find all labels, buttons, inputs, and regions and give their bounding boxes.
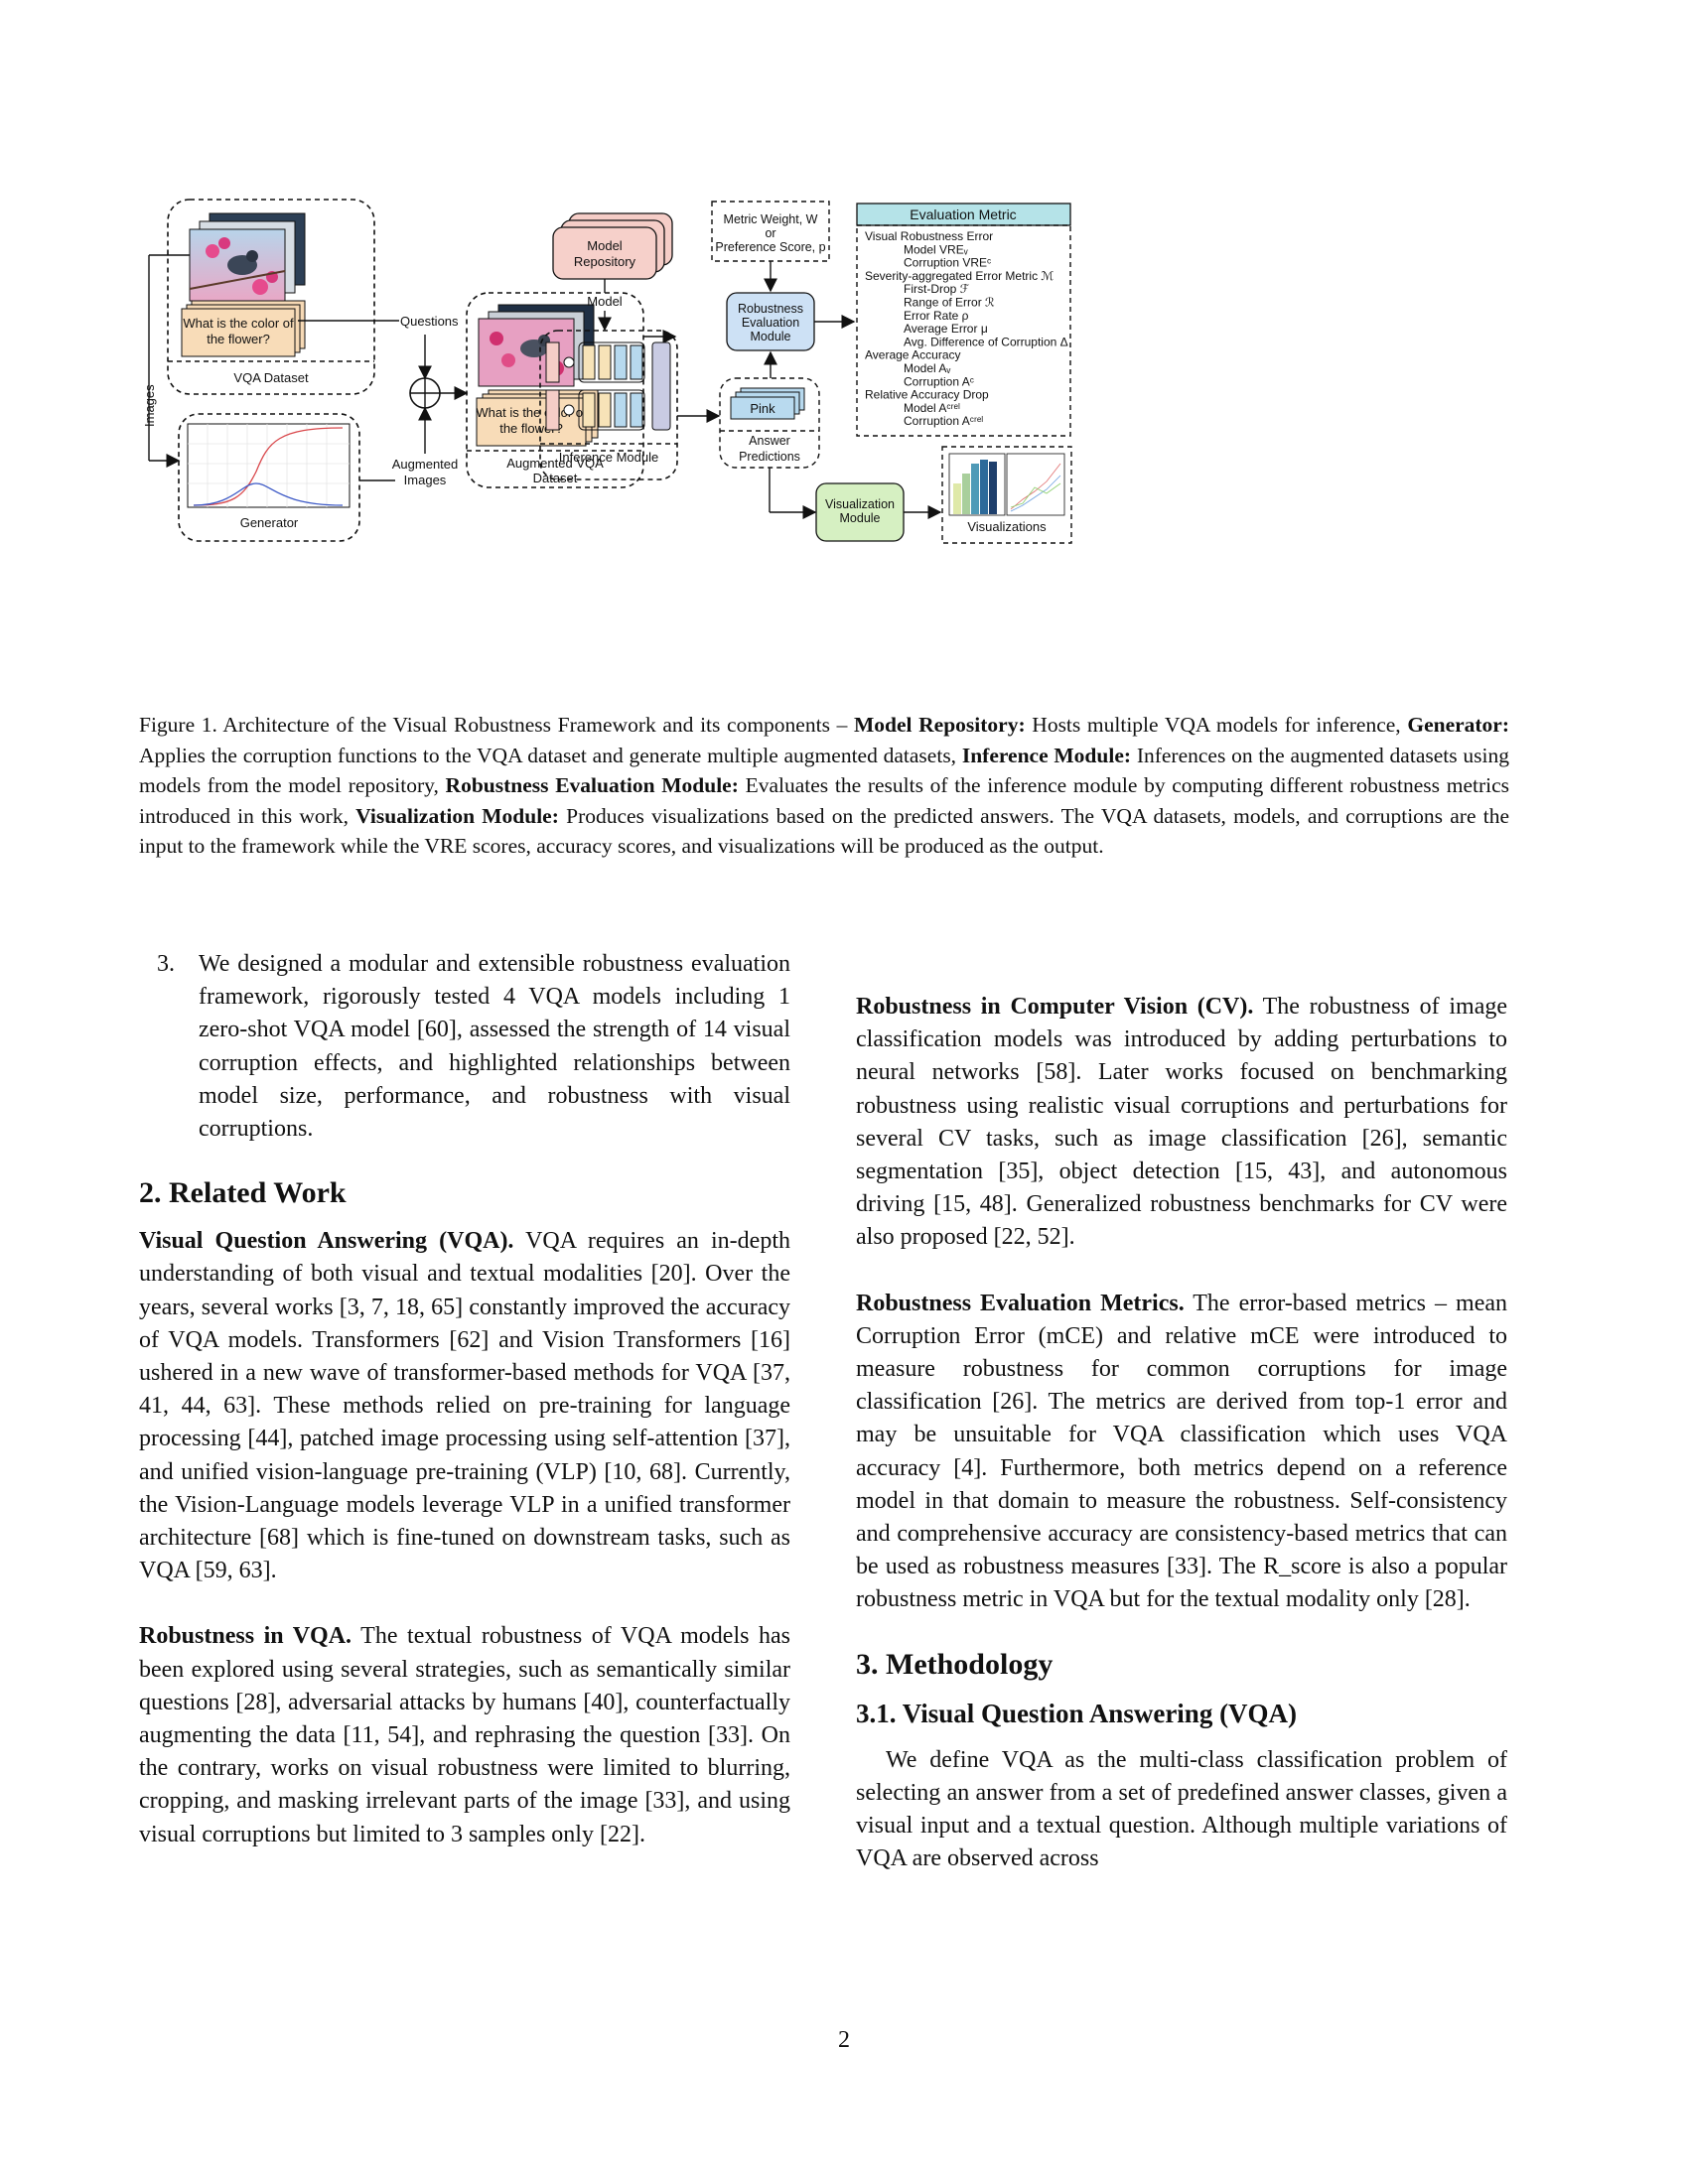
metric-item: Relative Accuracy Drop xyxy=(865,388,989,402)
contribution-item-3: 3. We designed a modular and extensible … xyxy=(157,951,790,1143)
combine-plus-icon xyxy=(409,377,441,409)
line-chart-thumbnail-icon xyxy=(1010,463,1061,512)
metric-item: Corruption VREᶜ xyxy=(904,256,991,270)
metric-item: Severity-aggregated Error Metric ℳ xyxy=(865,269,1054,283)
left-column: 3. We designed a modular and extensible … xyxy=(139,948,790,1851)
svg-text:or: or xyxy=(765,226,775,240)
page-number: 2 xyxy=(838,2027,850,2053)
metric-item: Corruption Aᶜʳᵉˡ xyxy=(904,414,983,428)
augmented-vqa-label: Augmented VQA xyxy=(506,456,604,471)
metric-item: Avg. Difference of Corruption Δ xyxy=(904,335,1068,348)
svg-text:Predictions: Predictions xyxy=(739,450,800,464)
vqa-dataset-box: What is the color of the flower? VQA Dat… xyxy=(167,199,375,395)
visualization-module: Visualization Module xyxy=(815,482,905,542)
inference-module-box: Inference Module xyxy=(539,330,678,480)
bird-photo-icon xyxy=(189,237,286,295)
right-column: Robustness in Computer Vision (CV). The … xyxy=(856,991,1507,1875)
svg-text:Answer: Answer xyxy=(749,434,790,448)
metric-item: Model VREᵥ xyxy=(904,242,968,256)
model-repository-box: Model Repository xyxy=(552,212,673,280)
vqa-paragraph: Visual Question Answering (VQA). VQA req… xyxy=(139,1228,790,1584)
generator-label: Generator xyxy=(240,515,299,530)
questions-label: Questions xyxy=(400,314,459,329)
model-repository-label: Model xyxy=(587,238,623,253)
svg-text:Module: Module xyxy=(840,511,881,525)
vqa-dataset-label: VQA Dataset xyxy=(233,370,309,385)
question-text: What is the color of xyxy=(183,316,294,331)
section-methodology-heading: 3. Methodology xyxy=(856,1647,1054,1681)
evaluation-metric-title: Evaluation Metric xyxy=(910,206,1016,222)
metric-item: Model Aᶜʳᵉˡ xyxy=(904,401,960,415)
metric-item: Average Error μ xyxy=(904,322,988,336)
evaluation-metric-panel: Evaluation Metric Visual Robustness Erro… xyxy=(856,203,1071,437)
model-label: Model xyxy=(587,294,623,309)
svg-text:Preference Score, p: Preference Score, p xyxy=(715,240,825,254)
robustness-evaluation-module: Robustness Evaluation Module xyxy=(726,292,815,351)
pdf-curve-icon xyxy=(193,482,344,506)
svg-text:Dataset: Dataset xyxy=(533,471,578,485)
robustness-metrics-paragraph: Robustness Evaluation Metrics. The error… xyxy=(856,1290,1508,1613)
images-label: Images xyxy=(142,384,157,427)
svg-text:Images: Images xyxy=(404,473,447,487)
svg-text:the flower?: the flower? xyxy=(207,332,270,346)
visualizations-label: Visualizations xyxy=(967,519,1047,534)
cdf-curve-icon xyxy=(193,427,344,506)
svg-text:Evaluation: Evaluation xyxy=(742,316,799,330)
svg-text:Module: Module xyxy=(751,330,791,343)
architecture-figure: What is the color of the flower? VQA Dat… xyxy=(139,194,1509,690)
metric-item: Model Aᵥ xyxy=(904,361,950,375)
metric-item: Error Rate ρ xyxy=(904,309,969,323)
generator-box: Generator xyxy=(178,413,360,542)
robustness-cv-paragraph: Robustness in Computer Vision (CV). The … xyxy=(856,994,1507,1251)
svg-text:Visualization: Visualization xyxy=(825,497,895,511)
augmented-images-label: Augmented xyxy=(392,457,459,472)
metric-item: Range of Error ℛ xyxy=(904,296,995,310)
metric-item: Corruption Aᶜ xyxy=(904,374,974,388)
figure-caption: Figure 1. Architecture of the Visual Rob… xyxy=(139,713,1510,858)
inference-module-label: Inference Module xyxy=(559,450,658,465)
metric-weight-label: Metric Weight, W xyxy=(724,212,818,226)
metric-item: Visual Robustness Error xyxy=(865,229,993,243)
robustness-vqa-paragraph: Robustness in VQA. The textual robustnes… xyxy=(139,1623,790,1847)
svg-text:Repository: Repository xyxy=(574,254,636,269)
methodology-paragraph: We define VQA as the multi-class classif… xyxy=(856,1746,1507,1872)
metric-weight-box: Metric Weight, W or Preference Score, p xyxy=(711,201,830,262)
bar-chart-thumbnail-icon xyxy=(953,460,997,514)
pink-answer-label: Pink xyxy=(750,401,775,416)
answer-predictions-box: Pink Answer Predictions xyxy=(719,377,820,469)
metric-item: First-Drop ℱ xyxy=(904,282,970,296)
metric-item: Average Accuracy xyxy=(865,348,961,362)
svg-text:Robustness: Robustness xyxy=(738,302,803,316)
subsection-vqa-heading: 3.1. Visual Question Answering (VQA) xyxy=(856,1698,1298,1728)
section-related-work-heading: 2. Related Work xyxy=(139,1176,347,1210)
visualizations-box: Visualizations xyxy=(941,446,1072,544)
